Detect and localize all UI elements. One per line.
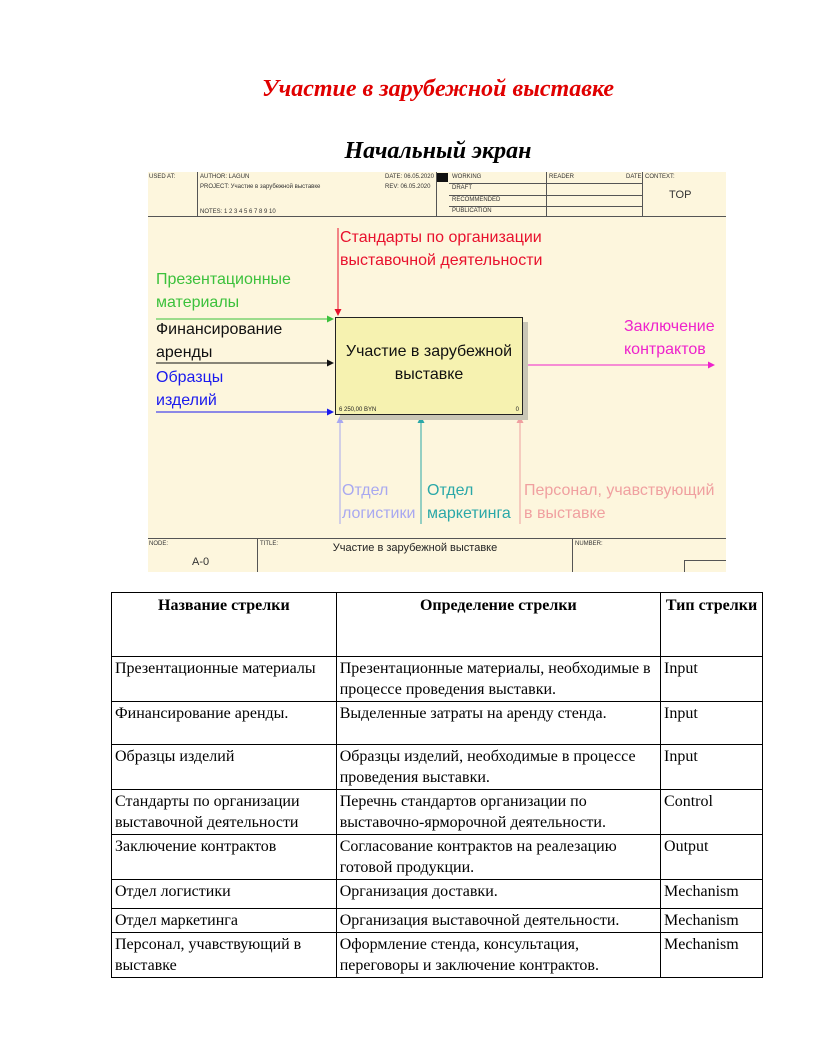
table-row: Заключение контрактов Согласование контр… (111, 834, 763, 880)
recommended-label: RECOMMENDED (452, 197, 501, 203)
row-type: Mechanism (660, 879, 763, 909)
footer-title: Участие в зарубежной выставке (332, 542, 498, 554)
number-label: NUMBER: (575, 541, 603, 547)
author-label: AUTHOR: LAGUN (200, 174, 250, 180)
activity-cost: 6 250,00 BYN (339, 407, 377, 413)
row-definition: Организация выставочной деятельности. (335, 908, 662, 933)
reader-label: READER (549, 174, 575, 180)
row-name: Финансирование аренды. (111, 701, 337, 745)
row-name: Отдел маркетинга (111, 908, 337, 933)
row-definition: Презентационные материалы, необходимые в… (335, 656, 662, 702)
node-value: A-0 (192, 556, 210, 568)
table-row: Персонал, учавствующий в выставке Оформл… (111, 932, 763, 978)
row-type: Control (660, 789, 763, 835)
date-label: DATE: 06.05.2020 (385, 174, 434, 180)
row-type: Output (660, 834, 763, 880)
row-type: Mechanism (660, 932, 763, 978)
row-definition: Оформление стенда, консультация, перегов… (335, 932, 662, 978)
table-row: Отдел маркетинга Организация выставочной… (111, 908, 763, 933)
arrows-table: Название стрелки Определение стрелки Тип… (111, 592, 763, 978)
row-name: Образцы изделий (111, 744, 337, 790)
context-top: TOP (669, 189, 692, 201)
project-label: PROJECT: Участие в зарубежной выставке (200, 184, 321, 190)
page-title: Участие в зарубежной выставке (261, 76, 615, 102)
used-at-label: USED AT: (149, 174, 176, 180)
notes-label: NOTES: 1 2 3 4 5 6 7 8 9 10 (200, 209, 276, 215)
row-definition: Выделенные затраты на аренду стенда. (335, 701, 662, 745)
activity-title: Участие в зарубежной выставке (345, 343, 513, 383)
context-label: CONTEXT: (645, 174, 675, 180)
table-row: Стандарты по организации выставочной дея… (111, 789, 763, 835)
table-row: Презентационные материалы Презентационны… (111, 656, 763, 702)
header-type: Тип стрелки (660, 592, 763, 657)
table-row: Образцы изделий Образцы изделий, необход… (111, 744, 763, 790)
table-row: Отдел логистики Организация доставки. Me… (111, 879, 763, 909)
row-type: Mechanism (660, 908, 763, 933)
publication-label: PUBLICATION (452, 208, 492, 214)
idef0-diagram: USED AT: AUTHOR: LAGUN PROJECT: Участие … (148, 172, 726, 572)
row-name: Стандарты по организации выставочной дея… (111, 789, 337, 835)
row-definition: Перечнь стандартов организации по выстав… (335, 789, 662, 835)
row-name: Заключение контрактов (111, 834, 337, 880)
row-type: Input (660, 744, 763, 790)
page-subtitle: Начальный экран (344, 138, 532, 164)
diagram-arrows (156, 228, 715, 524)
activity-number: 0 (515, 407, 519, 413)
row-name: Отдел логистики (111, 879, 337, 909)
header-definition: Определение стрелки (335, 592, 662, 657)
table-header-row: Название стрелки Определение стрелки Тип… (111, 592, 763, 657)
header-name: Название стрелки (111, 592, 337, 657)
row-definition: Согласование контрактов на реалезацию го… (335, 834, 662, 880)
row-type: Input (660, 656, 763, 702)
working-label: WORKING (452, 174, 482, 180)
rev-label: REV: 06.05.2020 (385, 184, 431, 190)
title-label: TITLE: (260, 541, 279, 547)
activity-box[interactable]: Участие в зарубежной выставке 6 250,00 B… (335, 317, 523, 415)
row-type: Input (660, 701, 763, 745)
diagram-footer: NODE: A-0 TITLE: Участие в зарубежной вы… (148, 538, 726, 572)
row-definition: Организация доставки. (335, 879, 662, 909)
draft-label: DRAFT (452, 185, 472, 191)
diagram-header: USED AT: AUTHOR: LAGUN PROJECT: Участие … (148, 172, 726, 217)
row-definition: Образцы изделий, необходимые в процессе … (335, 744, 662, 790)
row-name: Презентационные материалы (111, 656, 337, 702)
node-label: NODE: (149, 541, 169, 547)
date2-label: DATE (626, 174, 642, 180)
row-name: Персонал, учавствующий в выставке (111, 932, 337, 978)
table-row: Финансирование аренды. Выделенные затрат… (111, 701, 763, 745)
